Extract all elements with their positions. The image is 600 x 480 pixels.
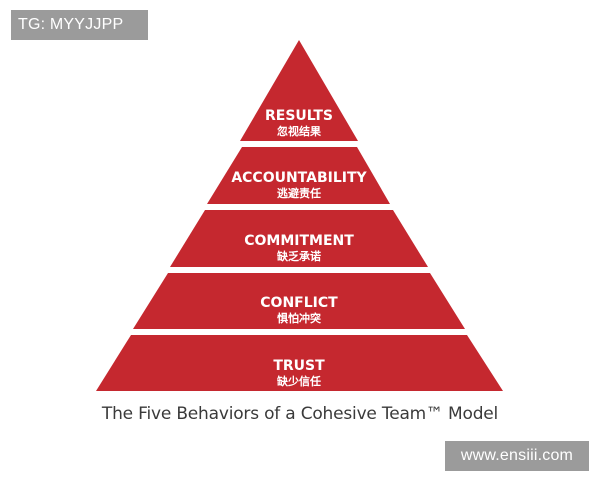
watermark-top: TG: MYYJJPP	[11, 10, 148, 40]
pyramid-tier-trust	[96, 335, 503, 391]
tier-subtitle-trust: 缺少信任	[276, 374, 321, 388]
watermark-bottom: www.ensiii.com	[445, 441, 589, 471]
tier-subtitle-commitment: 缺乏承诺	[276, 249, 321, 263]
pyramid-diagram: RESULTS 忽视结果 ACCOUNTABILITY 逃避责任 COMMITM…	[96, 40, 503, 391]
pyramid-tier-conflict	[133, 273, 465, 329]
tier-title-accountability: ACCOUNTABILITY	[231, 170, 367, 186]
pyramid-tier-results	[240, 40, 358, 141]
tier-title-conflict: CONFLICT	[260, 295, 338, 311]
tier-subtitle-results: 忽视结果	[277, 124, 321, 138]
tier-title-results: RESULTS	[265, 108, 333, 124]
tier-subtitle-conflict: 惧怕冲突	[277, 311, 321, 325]
tier-title-trust: TRUST	[273, 358, 325, 374]
pyramid-tier-accountability	[207, 147, 390, 204]
tier-subtitle-accountability: 逃避责任	[277, 186, 321, 200]
tier-title-commitment: COMMITMENT	[244, 233, 354, 249]
diagram-caption: The Five Behaviors of a Cohesive Team™ M…	[101, 404, 499, 424]
pyramid-tier-commitment	[170, 210, 428, 267]
